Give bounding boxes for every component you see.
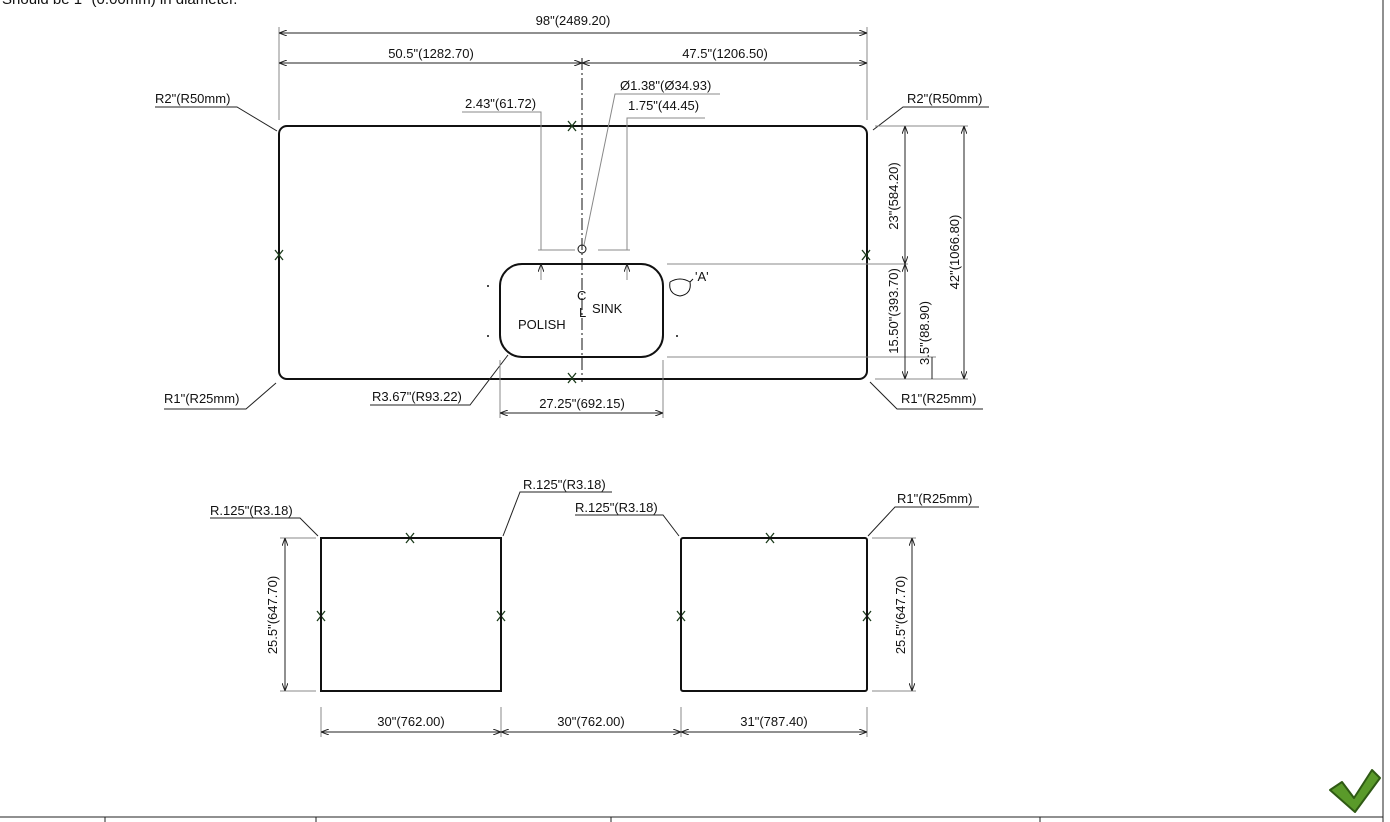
left-piece xyxy=(320,537,502,692)
overall-depth-label: 42"(1066.80) xyxy=(947,215,962,290)
sink-to-front-label: 15.50"(393.70) xyxy=(886,268,901,354)
corner-br-label: R1"(R25mm) xyxy=(901,391,976,406)
detail-marker-label: 'A' xyxy=(695,269,709,284)
corner-tr-label: R2"(R50mm) xyxy=(907,91,982,106)
sink-radius-label: R3.67"(R93.22) xyxy=(372,389,462,404)
x-mark xyxy=(567,372,577,384)
width-2-label: 30"(762.00) xyxy=(557,714,625,729)
overall-width-label: 98"(2489.20) xyxy=(536,13,611,28)
right-piece-corner-tl-label: R.125"(R3.18) xyxy=(575,500,658,515)
width-1-label: 30"(762.00) xyxy=(377,714,445,729)
sink-width-dimension xyxy=(499,360,664,418)
centerline-l: L xyxy=(579,305,586,320)
faucet-offset-label: 2.43"(61.72) xyxy=(465,96,536,111)
right-piece xyxy=(680,537,868,692)
corner-tl-label: R2"(R50mm) xyxy=(155,91,230,106)
right-piece-depth-label: 25.5"(647.70) xyxy=(893,576,908,654)
x-mark xyxy=(567,120,577,132)
checkmark-icon xyxy=(1329,769,1381,813)
right-width-label: 47.5"(1206.50) xyxy=(682,46,768,61)
detail-marker-icon xyxy=(669,278,694,297)
corner-leaders xyxy=(155,106,989,410)
note-text: Should be 1" (0.00mm) in diameter. xyxy=(2,0,237,8)
left-width-label: 50.5"(1282.70) xyxy=(388,46,474,61)
sink-front-gap-label: 3.5"(88.90) xyxy=(917,301,932,365)
width-3-label: 31"(787.40) xyxy=(740,714,808,729)
faucet-dimensions xyxy=(462,93,720,280)
corner-bl-label: R1"(R25mm) xyxy=(164,391,239,406)
right-piece-corner-tr-label: R1"(R25mm) xyxy=(897,491,972,506)
faucet-offset-right-label: 1.75"(44.45) xyxy=(628,98,699,113)
sink-width-label: 27.25"(692.15) xyxy=(539,396,625,411)
faucet-hole xyxy=(577,244,587,254)
left-piece-corner-tr-label: R.125"(R3.18) xyxy=(523,477,606,492)
piece-dimensions xyxy=(210,491,979,737)
sink-label: SINK xyxy=(592,301,623,316)
main-countertop xyxy=(278,125,868,380)
left-piece-corner-tl-label: R.125"(R3.18) xyxy=(210,503,293,518)
seam-x-marks xyxy=(274,120,872,622)
reference-dots xyxy=(487,285,678,337)
centerline-c: C xyxy=(577,288,586,303)
left-piece-depth-label: 25.5"(647.70) xyxy=(265,576,280,654)
x-mark xyxy=(861,249,871,261)
x-mark xyxy=(274,249,284,261)
overall-width-dimension xyxy=(278,27,868,120)
depth-to-sink-label: 23"(584.20) xyxy=(886,162,901,230)
faucet-hole-label: Ø1.38"(Ø34.93) xyxy=(620,78,711,93)
polish-label: POLISH xyxy=(518,317,566,332)
depth-dimensions xyxy=(667,125,968,380)
title-block-border xyxy=(0,816,1383,822)
